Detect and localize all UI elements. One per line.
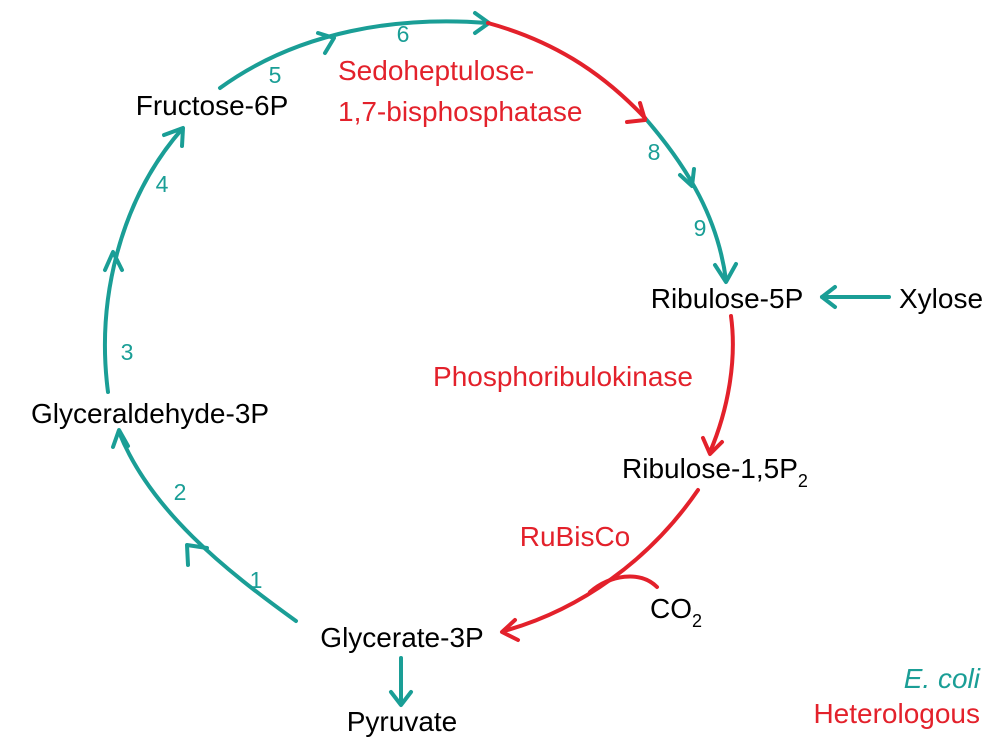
chevron-step8 — [678, 167, 696, 188]
arc-to-ribulose5p — [643, 116, 728, 282]
chevron-step6 — [316, 31, 336, 55]
arc-sbpase — [486, 21, 647, 120]
step-2: 2 — [174, 479, 187, 505]
chevron-step3 — [103, 250, 124, 272]
curve-co2-input — [588, 574, 659, 594]
arrowhead-ribulose15 — [701, 436, 724, 456]
label-glyceraldehyde-3p: Glyceraldehyde-3P — [31, 398, 269, 429]
arrowhead-fructose — [162, 126, 185, 148]
step-8: 8 — [648, 139, 661, 165]
label-pyruvate: Pyruvate — [347, 706, 458, 737]
co2-main: CO — [650, 593, 692, 624]
step-4: 4 — [156, 171, 169, 197]
step-3: 3 — [121, 339, 134, 365]
arrowhead-sbpase — [625, 101, 647, 124]
label-ribulose-15p2: Ribulose-1,5P2 — [622, 453, 808, 491]
arc-glyceraldehyde-to-fructose — [103, 127, 184, 394]
chevron-step1 — [185, 543, 209, 567]
arrowhead-glyceraldehyde — [111, 428, 130, 449]
label-glycerate-3p: Glycerate-3P — [320, 622, 483, 653]
arrowhead-ribulose5p — [713, 262, 738, 284]
arrowhead-pyruvate — [389, 690, 413, 707]
legend-ecoli: E. coli — [904, 663, 981, 694]
label-fructose-6p: Fructose-6P — [136, 90, 289, 121]
ribulose-15p-subscript: 2 — [798, 471, 808, 491]
label-co2: CO2 — [650, 593, 702, 631]
step-5: 5 — [269, 62, 282, 88]
arc-glycerate-to-glyceraldehyde — [117, 430, 298, 623]
label-rubisco: RuBisCo — [520, 521, 630, 552]
arc-fructose-to-top — [218, 19, 490, 90]
label-ribulose-5p: Ribulose-5P — [651, 283, 804, 314]
arc-phosphoribulokinase — [708, 314, 735, 454]
label-sbpase-line1: Sedoheptulose- — [338, 55, 534, 86]
ribulose-15p-main: Ribulose-1,5P — [622, 453, 798, 484]
step-1: 1 — [250, 567, 263, 593]
step-9: 9 — [694, 215, 707, 241]
label-phosphoribulokinase: Phosphoribulokinase — [433, 361, 693, 392]
label-xylose: Xylose — [899, 283, 983, 314]
arrowhead-glycerate — [500, 618, 520, 642]
co2-subscript: 2 — [692, 611, 702, 631]
arrowhead-xylose — [820, 285, 837, 309]
step-6: 6 — [397, 21, 410, 47]
legend-heterologous: Heterologous — [813, 698, 980, 729]
label-sbpase-line2: 1,7-bisphosphatase — [338, 96, 582, 127]
